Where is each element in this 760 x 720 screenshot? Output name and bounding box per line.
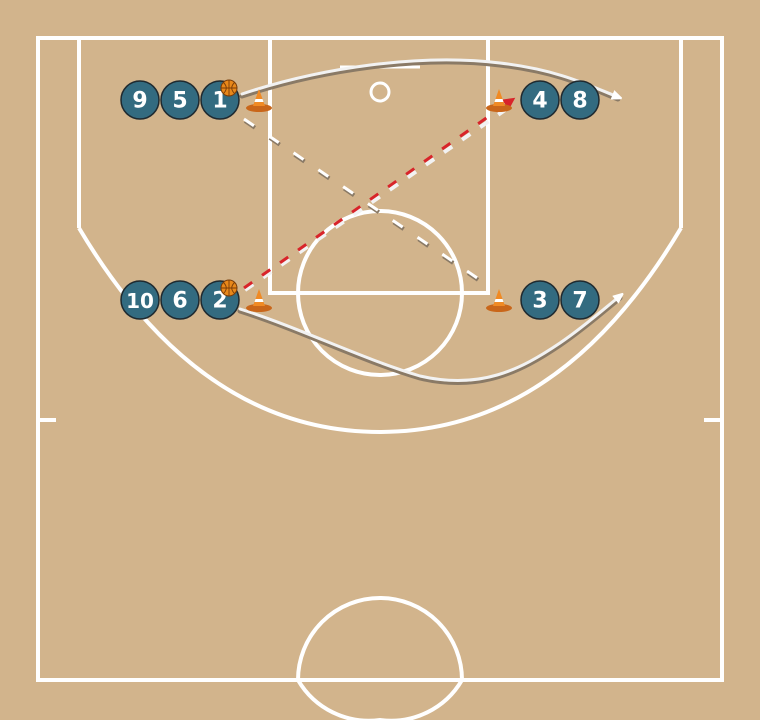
center-circle	[296, 596, 464, 681]
path-2-shadow	[237, 295, 623, 386]
free-throw-circle	[296, 209, 464, 377]
player-label: 9	[132, 89, 147, 114]
pass-line	[243, 97, 516, 292]
player-label: 4	[532, 89, 547, 114]
player-label: 5	[172, 89, 187, 114]
cone-icon	[486, 289, 512, 312]
cones	[246, 89, 512, 312]
player-label: 10	[126, 289, 154, 313]
cone-icon	[486, 89, 512, 112]
cone-icon	[246, 89, 272, 112]
player-label: 7	[572, 289, 587, 314]
center-circle-bottom	[296, 678, 464, 720]
player-label: 8	[572, 89, 587, 114]
player-9[interactable]: 9	[120, 80, 160, 120]
path-2	[238, 296, 620, 383]
basketball-icon	[220, 279, 238, 297]
player-4[interactable]: 4	[520, 80, 560, 120]
cone-icon	[246, 289, 272, 312]
players: 9 5 1 4 8 10 6 2	[120, 80, 600, 320]
player-8[interactable]: 8	[560, 80, 600, 120]
cut-line	[243, 117, 492, 290]
player-5[interactable]: 5	[160, 80, 200, 120]
player-3[interactable]: 3	[520, 280, 560, 320]
player-7[interactable]: 7	[560, 280, 600, 320]
player-6[interactable]: 6	[160, 280, 200, 320]
player-label: 6	[172, 289, 187, 314]
player-10[interactable]: 10	[120, 280, 160, 320]
court-lines	[36, 36, 724, 720]
three-point-arc	[77, 226, 683, 435]
paint-key	[268, 36, 490, 295]
basketball-icon	[220, 79, 238, 97]
player-label: 3	[532, 289, 547, 314]
player-label: 2	[212, 289, 227, 314]
hoop	[369, 81, 391, 103]
player-label: 1	[212, 89, 227, 114]
